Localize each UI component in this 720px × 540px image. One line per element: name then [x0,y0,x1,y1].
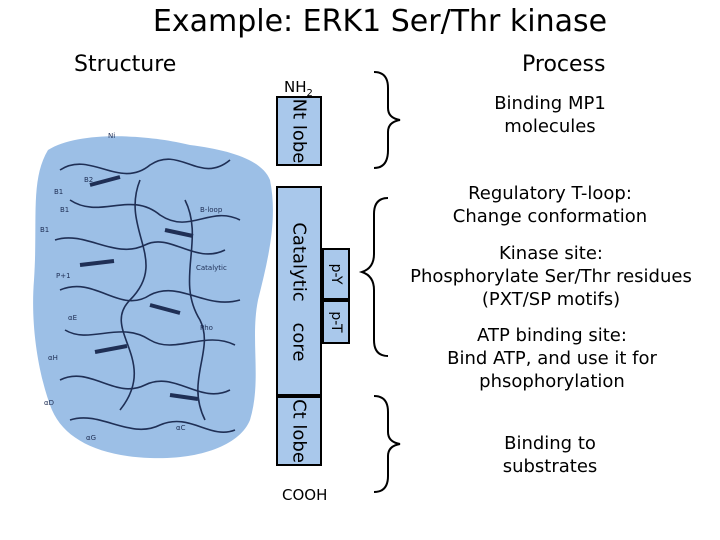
p-t-label: p-T [328,311,344,333]
process-heading: Process [522,52,606,77]
svg-text:B-loop: B-loop [200,206,223,214]
n-terminus-subscript: 2 [306,88,313,99]
process-regulatory-t-loop: Regulatory T-loop: Change conformation [420,182,680,228]
svg-text:αG: αG [86,434,96,442]
svg-text:Catalytic: Catalytic [196,264,227,272]
slide-title: Example: ERK1 Ser/Thr kinase [152,4,608,39]
process-line: (PXT/SP motifs) [481,289,621,310]
process-line: Phosphorylate Ser/Thr residues [410,266,692,287]
process-line: Kinase site: [499,243,603,264]
ct-lobe-label: Ct lobe [288,399,310,463]
n-terminus-text: NH [284,78,307,96]
svg-text:B2: B2 [84,176,93,184]
process-kinase-site: Kinase site: Phosphorylate Ser/Thr resid… [392,242,710,311]
process-line: Binding to [504,433,596,454]
process-atp-binding-site: ATP binding site: Bind ATP, and use it f… [420,324,684,393]
svg-text:αD: αD [44,399,54,407]
core-label: core [288,322,310,362]
process-line: substrates [502,456,598,477]
process-line: Change conformation [452,206,648,227]
process-line: molecules [504,116,596,137]
process-line: Bind ATP, and use it for [447,348,657,369]
p-y-box [322,248,350,300]
svg-text:αC: αC [176,424,186,432]
svg-text:B1: B1 [60,206,69,214]
structure-heading: Structure [74,52,177,77]
process-binding-mp1: Binding MP1 molecules [430,92,670,138]
p-t-box [322,300,350,344]
catalytic-core-box [276,186,322,396]
process-line: Regulatory T-loop: [468,183,632,204]
c-terminus-label: COOH [282,486,328,504]
p-y-label: p-Y [328,263,344,285]
process-line: Binding MP1 [494,93,606,114]
svg-text:αE: αE [68,314,77,322]
n-terminus-label: NH2 [284,78,313,99]
process-line: ATP binding site: [477,325,627,346]
process-line: phsophorylation [479,371,625,392]
catalytic-label: Catalytic [288,222,310,302]
ct-lobe-box [276,396,322,466]
process-binding-substrates: Binding to substrates [440,432,660,478]
svg-text:Pho: Pho [200,324,213,332]
nt-lobe-box [276,96,322,166]
svg-text:αH: αH [48,354,58,362]
svg-text:B1: B1 [54,188,63,196]
svg-text:B1: B1 [40,226,49,234]
nt-lobe-label: Nt lobe [288,98,310,164]
svg-text:Ni: Ni [108,132,115,140]
svg-text:P+1: P+1 [56,272,71,280]
